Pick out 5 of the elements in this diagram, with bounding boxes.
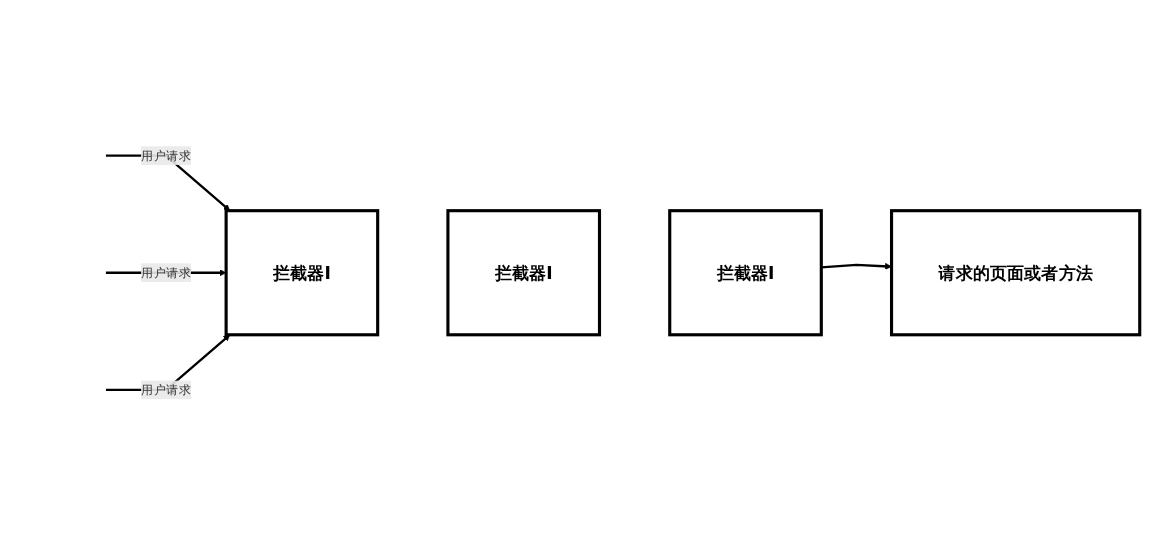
edge-label: 用户请求: [141, 382, 191, 398]
node-box: 拦截器I: [446, 209, 602, 337]
node-box: 拦截器I: [224, 209, 380, 337]
node-box: 请求的页面或者方法: [890, 209, 1142, 337]
node-box: 拦截器I: [668, 209, 823, 337]
